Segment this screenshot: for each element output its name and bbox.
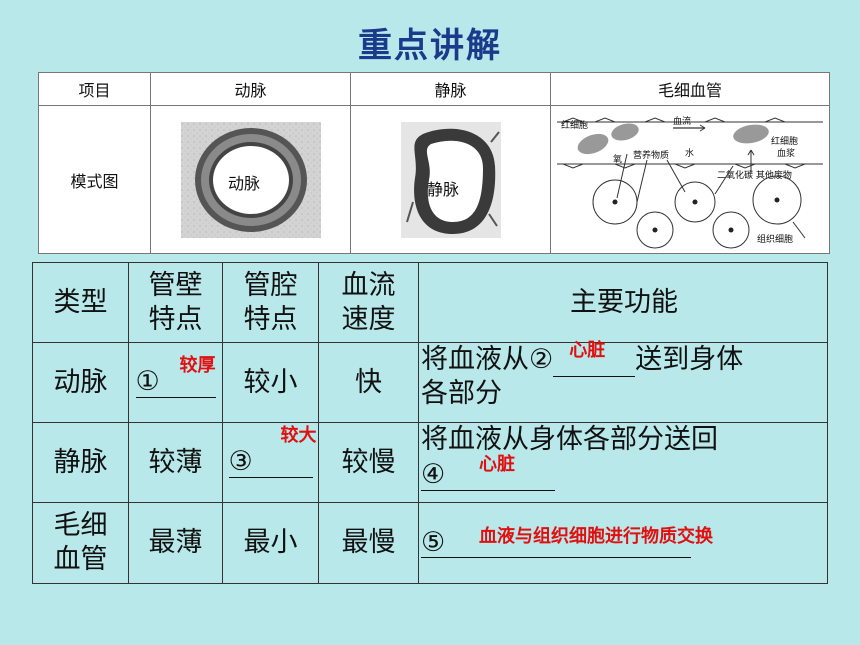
blank-number-4: ④ xyxy=(421,458,446,490)
capillary-diagram-cell: 红细胞 血流 红细胞 血浆 氧 营养物质 水 二氧化碳 其他废物 组织细胞 xyxy=(551,106,829,253)
artery-diagram-cell: 动脉 xyxy=(151,106,351,253)
artery-function-line2: 各部分 xyxy=(421,377,502,409)
capillary-label-plasma: 血浆 xyxy=(777,149,796,159)
table-row-artery: 动脉 ① 较厚 较小 快 将血液从② 心脏 送到身体 各部分 xyxy=(33,340,827,423)
artery-function-answer: 心脏 xyxy=(569,340,606,362)
blank-number-1: ① xyxy=(135,366,160,398)
capillary-label-nutrients: 营养物质 xyxy=(633,151,670,161)
vein-function-line2: ④ 心脏 xyxy=(421,454,555,491)
capillary-function: ⑤ 血液与组织细胞进行物质交换 xyxy=(419,503,827,583)
capillary-function-answer: 血液与组织细胞进行物质交换 xyxy=(479,525,713,547)
vein-wall: 较薄 xyxy=(129,423,223,502)
artery-function-text-b: 送到身体 xyxy=(635,344,744,375)
diagram-table: 项目 动脉 静脉 毛细血管 模式图 动脉 xyxy=(38,72,830,254)
diagram-table-header: 项目 动脉 静脉 毛细血管 xyxy=(39,73,829,106)
capillary-lumen: 最小 xyxy=(223,503,319,583)
header-speed: 血流速度 xyxy=(319,263,419,342)
diagram-row: 模式图 动脉 xyxy=(39,106,829,253)
capillary-label-tissue-cell: 组织细胞 xyxy=(757,235,794,245)
artery-function-text-a: 将血液从② xyxy=(421,344,554,375)
blank-number-5: ⑤ xyxy=(421,526,446,558)
vein-cross-section-image xyxy=(400,121,501,238)
capillary-label-water: 水 xyxy=(685,149,695,159)
header-lumen: 管腔特点 xyxy=(223,263,319,342)
row-type-capillary-text-2: 血管 xyxy=(53,544,108,575)
artery-function: 将血液从② 心脏 送到身体 各部分 xyxy=(419,340,827,422)
artery-function-line1: 将血液从② 心脏 送到身体 xyxy=(421,340,744,377)
capillary-speed: 最慢 xyxy=(319,503,419,583)
header-speed-text: 血流 xyxy=(341,269,396,301)
row-type-capillary-text: 毛细 xyxy=(53,510,108,542)
artery-lumen: 较小 xyxy=(223,343,319,422)
header-vein: 静脉 xyxy=(351,73,551,105)
blank-number-3: ③ xyxy=(228,446,253,478)
header-speed-text-2: 速度 xyxy=(341,303,396,335)
vein-lumen-cell: ③ 较大 xyxy=(223,423,319,502)
artery-cross-section-image xyxy=(180,121,321,238)
artery-function-blank: 心脏 xyxy=(553,340,636,377)
artery-wall-blank: ① 较厚 xyxy=(135,355,216,398)
capillary-exchange-image xyxy=(555,109,825,250)
vein-function: 将血液从身体各部分送回 ④ 心脏 xyxy=(419,423,827,502)
vein-function-line1: 将血液从身体各部分送回 xyxy=(421,424,718,455)
row-label-diagram: 模式图 xyxy=(39,106,151,253)
header-wall: 管壁特点 xyxy=(129,263,223,342)
header-capillary: 毛细血管 xyxy=(657,81,722,100)
table-header-row: 类型 管壁特点 管腔特点 血流速度 主要功能 xyxy=(33,263,827,343)
header-item: 项目 xyxy=(39,73,151,105)
header-wall-text-2: 特点 xyxy=(148,303,203,335)
capillary-label-co2-waste: 二氧化碳 其他废物 xyxy=(717,171,792,181)
artery-speed: 快 xyxy=(319,343,419,422)
vein-lumen-answer: 较大 xyxy=(280,425,317,447)
row-type-capillary: 毛细血管 xyxy=(33,503,129,583)
header-wall-text: 管壁 xyxy=(148,269,203,301)
capillary-label-rbc-left: 红细胞 xyxy=(561,121,589,131)
table-row-vein: 静脉 较薄 ③ 较大 较慢 将血液从身体各部分送回 ④ 心脏 xyxy=(33,423,827,503)
artery-wall-answer: 较厚 xyxy=(179,355,216,377)
header-lumen-text-2: 特点 xyxy=(243,303,298,335)
row-type-artery: 动脉 xyxy=(33,343,129,422)
vein-function-blank: ④ 心脏 xyxy=(421,454,555,491)
header-artery: 动脉 xyxy=(151,73,351,105)
capillary-wall: 最薄 xyxy=(129,503,223,583)
capillary-label-rbc-right: 红细胞 xyxy=(771,137,799,147)
header-lumen-text: 管腔 xyxy=(243,269,298,301)
page-title: 重点讲解 xyxy=(358,26,502,66)
capillary-label-blood-flow: 血流 xyxy=(673,117,692,127)
vessel-comparison-table: 类型 管壁特点 管腔特点 血流速度 主要功能 动脉 ① 较厚 较小 快 将血液从… xyxy=(32,262,828,584)
vein-function-answer: 心脏 xyxy=(479,453,515,475)
vein-lumen-blank: ③ 较大 xyxy=(228,425,317,478)
header-type: 类型 xyxy=(33,263,129,342)
row-type-vein: 静脉 xyxy=(33,423,129,502)
header-function: 主要功能 xyxy=(570,286,678,318)
vein-image-label: 静脉 xyxy=(427,180,460,199)
vein-diagram-cell: 静脉 xyxy=(351,106,551,253)
capillary-function-blank: ⑤ 血液与组织细胞进行物质交换 xyxy=(421,526,713,559)
table-row-capillary: 毛细血管 最薄 最小 最慢 ⑤ 血液与组织细胞进行物质交换 xyxy=(33,503,827,583)
vein-speed: 较慢 xyxy=(319,423,419,502)
artery-image-label: 动脉 xyxy=(228,174,261,193)
artery-wall-cell: ① 较厚 xyxy=(129,343,223,422)
capillary-label-oxygen: 氧 xyxy=(613,155,623,165)
